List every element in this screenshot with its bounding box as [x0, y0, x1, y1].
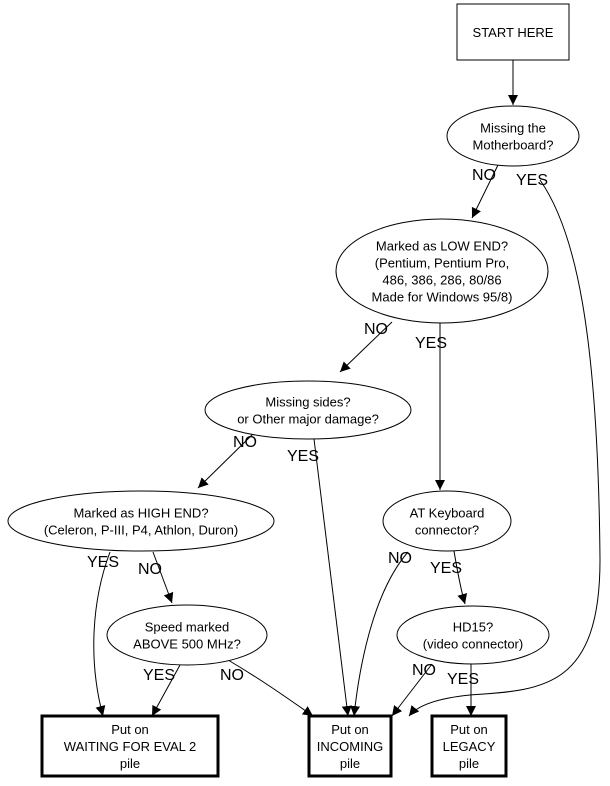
node-text-line: HD15?	[453, 620, 493, 635]
edge-label-yes: YES	[516, 172, 548, 189]
decision-ellipse	[7, 490, 275, 552]
edge-label-no: NO	[472, 167, 496, 184]
edge-at-keyboard-to-hd15	[453, 550, 468, 605]
edge-speed-to-incoming	[227, 659, 314, 717]
edge-speed-to-waiting	[151, 664, 181, 717]
node-text-line: LEGACY	[443, 739, 496, 754]
decision-ellipse	[446, 105, 580, 167]
node-text-line: Marked as LOW END?	[376, 239, 508, 254]
node-text-line: AT Keyboard	[410, 506, 485, 521]
node-text-line: (video connector)	[423, 637, 523, 652]
decision-ellipse	[335, 218, 549, 324]
edge-label-no: NO	[364, 321, 388, 338]
decision-ellipse	[204, 380, 412, 440]
outcome-box	[430, 714, 508, 778]
node-at-keyboard: AT Keyboard connector?	[382, 490, 512, 552]
node-text-line: Missing sides?	[265, 395, 350, 410]
node-text-line: Motherboard?	[473, 138, 554, 153]
edge-label-yes: YES	[447, 671, 479, 688]
node-start: START HERE	[456, 3, 570, 61]
node-text-line: Speed marked	[145, 620, 230, 635]
edge-label-yes: YES	[143, 667, 175, 684]
node-text-line: ABOVE 500 MHz?	[133, 637, 241, 652]
outcome-box	[307, 714, 393, 778]
edge-hd15-to-incoming	[391, 663, 433, 717]
node-text-line: Put on	[331, 722, 369, 737]
node-text-line: Made for Windows 95/8)	[372, 290, 513, 305]
node-text-line: pile	[340, 756, 360, 771]
edge-label-no: NO	[388, 550, 412, 567]
decision-ellipse	[396, 605, 550, 665]
node-text-line: Put on	[111, 722, 149, 737]
edge-damage-to-high-end	[197, 431, 256, 489]
edge-high-end-to-waiting	[93, 551, 111, 717]
node-legacy: Put on LEGACY pile	[430, 714, 508, 778]
node-waiting: Put on WAITING FOR EVAL 2 pile	[40, 714, 220, 778]
node-text-line: (Pentium, Pentium Pro,	[375, 256, 509, 271]
edge-at-keyboard-to-incoming	[350, 551, 409, 717]
outcome-box	[40, 714, 220, 778]
node-text-line: (Celeron, P-III, P4, Athlon, Duron)	[44, 523, 238, 538]
edge-motherboard-to-incoming	[408, 179, 601, 717]
edge-label-no: NO	[233, 434, 257, 451]
node-high-end: Marked as HIGH END? (Celeron, P-III, P4, …	[7, 490, 275, 552]
node-text-line: WAITING FOR EVAL 2	[64, 739, 196, 754]
node-text-line: or Other major damage?	[237, 412, 379, 427]
node-incoming: Put on INCOMING pile	[307, 714, 393, 778]
node-text-line: Missing the	[480, 121, 546, 136]
node-text-line: 486, 386, 286, 80/86	[382, 273, 501, 288]
edge-label-yes: YES	[87, 554, 119, 571]
node-low-end: Marked as LOW END? (Pentium, Pentium Pro,…	[335, 218, 549, 324]
node-text-line: Marked as HIGH END?	[73, 506, 208, 521]
decision-ellipse	[382, 490, 512, 552]
node-text-line: Put on	[450, 722, 488, 737]
node-damage: Missing sides? or Other major damage?	[204, 380, 412, 440]
edge-label-yes: YES	[287, 448, 319, 465]
edge-label-no: NO	[220, 667, 244, 684]
edge-damage-to-incoming	[313, 438, 352, 717]
edge-label-yes: YES	[415, 335, 447, 352]
edge-high-end-to-speed	[152, 551, 174, 604]
node-text-line: INCOMING	[317, 739, 383, 754]
node-text-line: pile	[120, 756, 140, 771]
edge-label-no: NO	[412, 662, 436, 679]
node-text-line: START HERE	[473, 25, 554, 40]
node-hd15: HD15? (video connector)	[396, 605, 550, 665]
edge-label-no: NO	[138, 561, 162, 578]
edge-low-end-to-damage	[339, 321, 393, 373]
start-box	[456, 3, 570, 61]
node-text-line: pile	[459, 756, 479, 771]
node-text-line: connector?	[415, 523, 479, 538]
decision-ellipse	[106, 604, 268, 666]
edge-label-yes: YES	[430, 560, 462, 577]
edge-motherboard-to-low-end	[471, 164, 499, 219]
